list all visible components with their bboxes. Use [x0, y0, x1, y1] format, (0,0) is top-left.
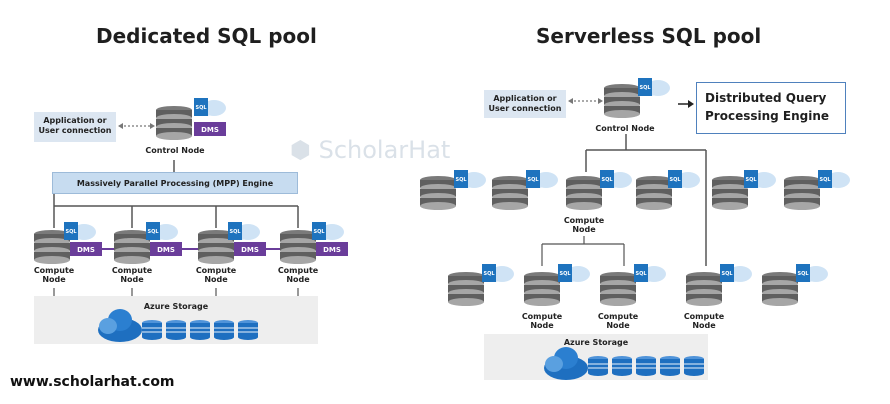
control-node-db-icon — [156, 106, 192, 140]
serverless-title: Serverless SQL pool — [536, 24, 762, 48]
svg-text:DMS: DMS — [323, 246, 341, 254]
left-compute-label-2: Compute Node — [111, 266, 153, 284]
left-app-connection: Application or User connection — [34, 112, 116, 142]
left-compute-label-3: Compute Node — [195, 266, 237, 284]
watermark: ⬢ ScholarHat — [290, 136, 451, 164]
right-compute-label-2: Compute Node — [597, 312, 639, 330]
serverless-compute-node — [566, 176, 602, 210]
right-compute-label-3: Compute Node — [683, 312, 725, 330]
right-compute-label-main: Compute Node — [563, 216, 605, 234]
mpp-engine: Massively Parallel Processing (MPP) Engi… — [52, 172, 298, 194]
left-compute-2: DMS — [114, 222, 182, 264]
left-compute-4: DMS — [280, 222, 348, 264]
left-compute-label-4: Compute Node — [277, 266, 319, 284]
dedicated-title: Dedicated SQL pool — [96, 24, 317, 48]
svg-text:DMS: DMS — [157, 246, 175, 254]
left-compute-3: DMS — [198, 222, 266, 264]
right-storage-label: Azure Storage — [563, 338, 629, 347]
left-storage-label: Azure Storage — [143, 302, 209, 311]
distributed-query-engine: Distributed Query Processing Engine — [696, 82, 846, 134]
right-app-connection: Application or User connection — [484, 90, 566, 118]
left-compute-1: DMS — [34, 222, 102, 264]
sql-badge-icon — [194, 98, 226, 116]
svg-text:DMS: DMS — [241, 246, 259, 254]
serverless-control-db-icon — [604, 84, 640, 118]
left-compute-label-1: Compute Node — [33, 266, 75, 284]
dms-badge — [194, 122, 226, 136]
right-compute-label-1: Compute Node — [521, 312, 563, 330]
dms-text: DMS — [201, 126, 219, 134]
scholarhat-logo-icon: ⬢ — [290, 136, 311, 164]
footer-url: www.scholarhat.com — [10, 374, 175, 390]
left-control-node-label: Control Node — [145, 146, 205, 155]
svg-text:DMS: DMS — [77, 246, 95, 254]
right-control-node-label: Control Node — [595, 124, 655, 133]
